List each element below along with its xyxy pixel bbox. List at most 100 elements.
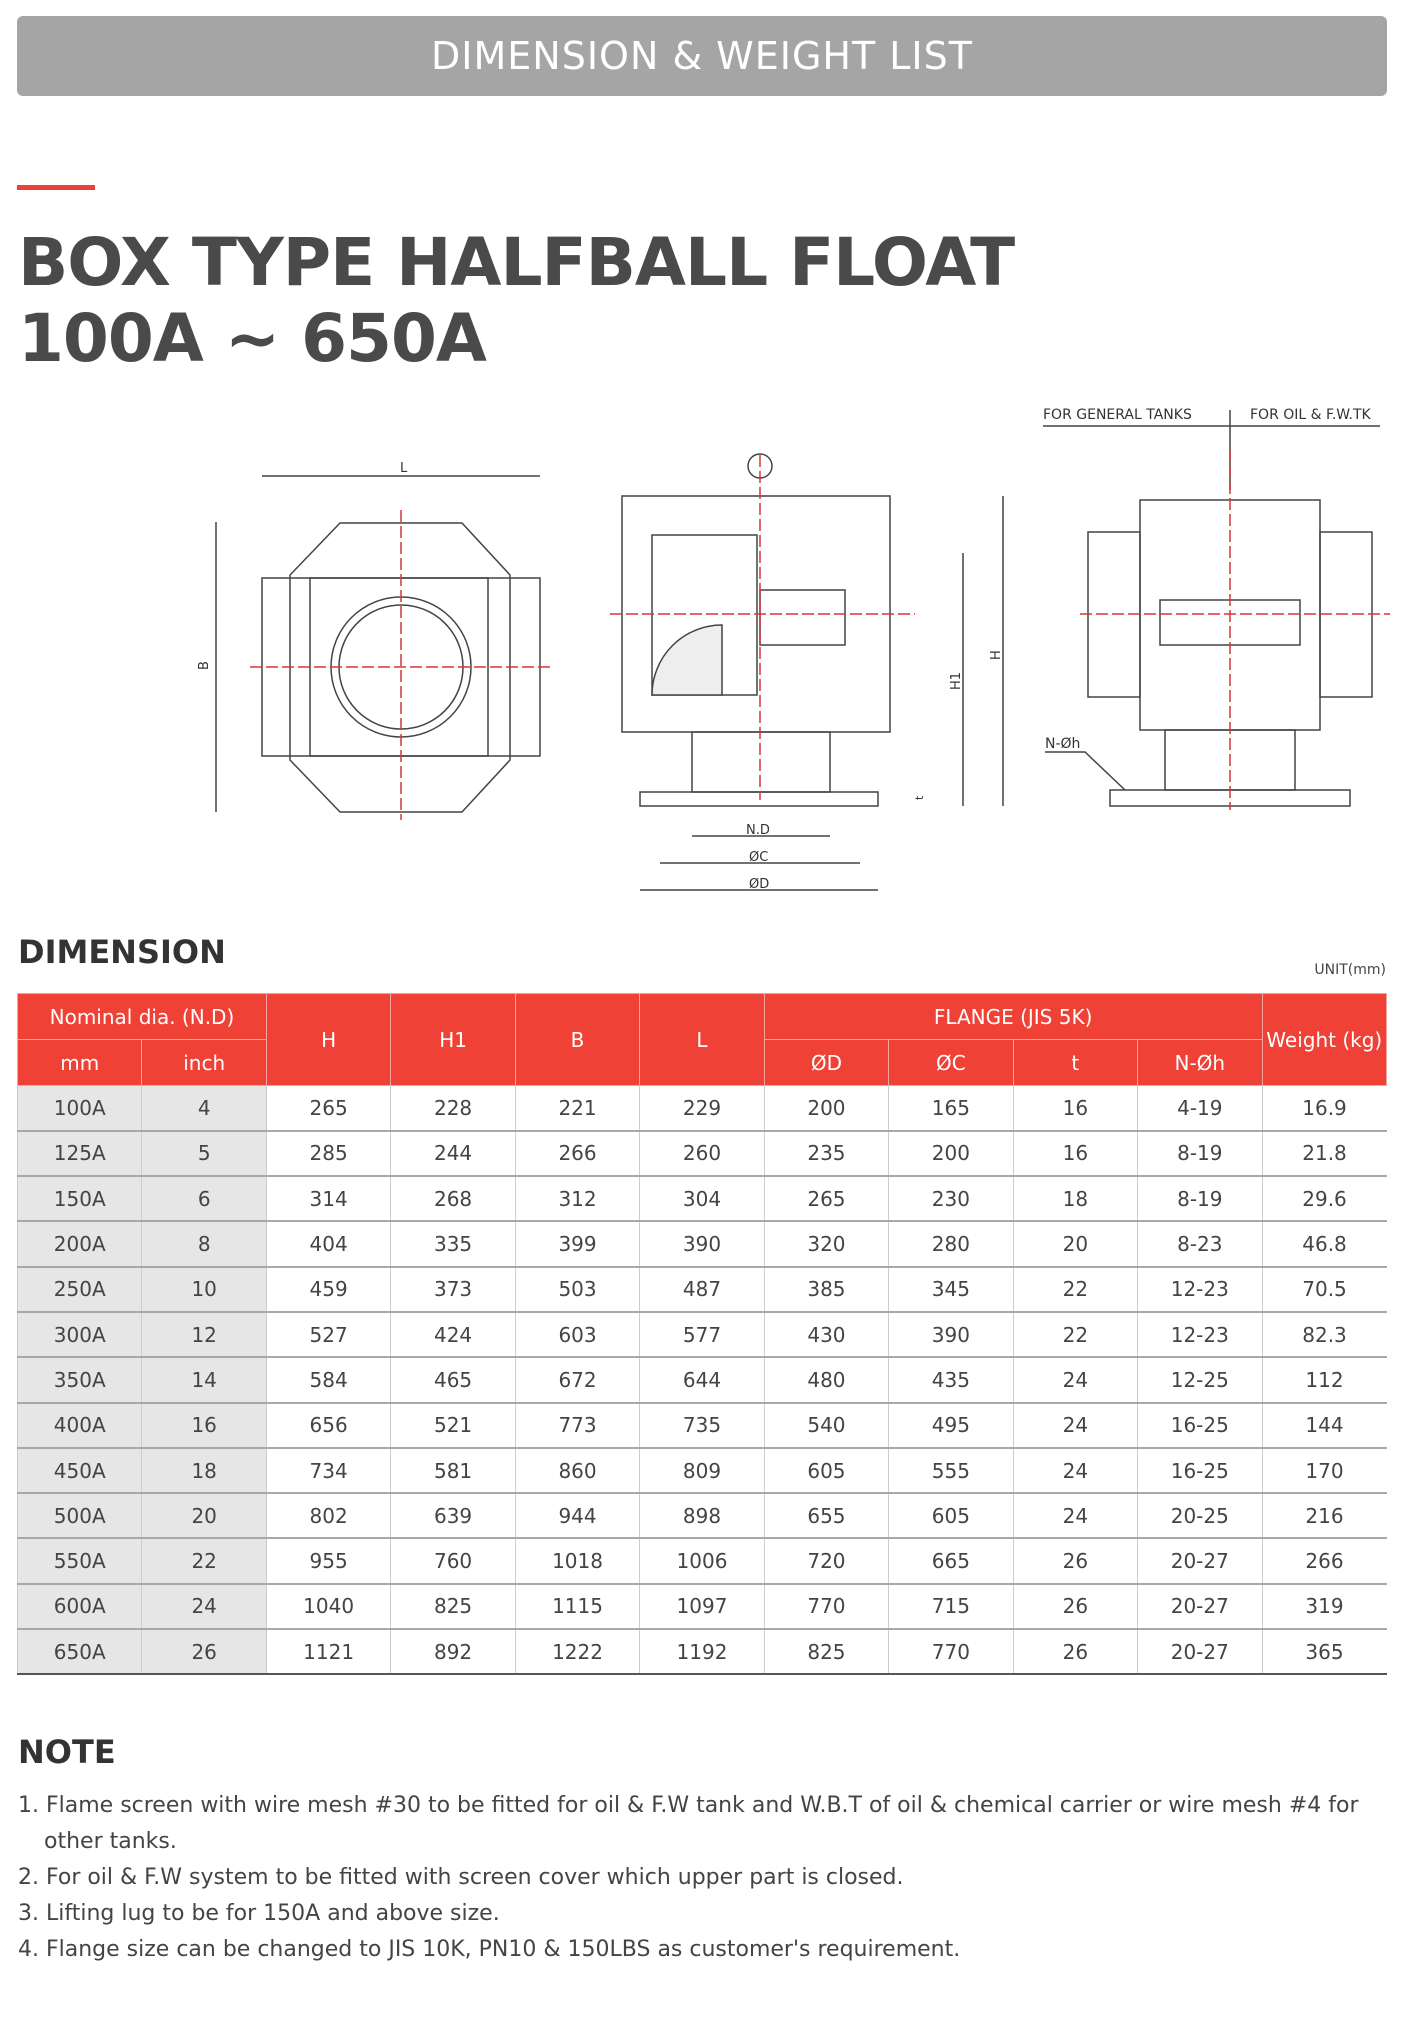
table-cell: 266 [1261, 1538, 1387, 1585]
table-cell: 390 [888, 1311, 1014, 1359]
table-cell: 1097 [639, 1583, 765, 1631]
table-cell: 390 [639, 1221, 765, 1268]
table-cell: 82.3 [1261, 1311, 1387, 1359]
label-noh: N-Øh [1045, 736, 1080, 752]
table-cell: 314 [265, 1176, 391, 1223]
table-cell: 665 [888, 1538, 1014, 1585]
table-cell: 715 [888, 1583, 1014, 1631]
table-cell: 200 [763, 1085, 889, 1132]
table-cell: 14 [141, 1357, 267, 1404]
table-cell: 603 [514, 1311, 640, 1359]
table-cell: 200 [888, 1130, 1014, 1178]
table-cell: 655 [763, 1493, 889, 1540]
table-cell: 12 [141, 1311, 267, 1359]
table-cell: 266 [514, 1130, 640, 1178]
table-cell: 650A [16, 1629, 142, 1676]
table-cell: 735 [639, 1402, 765, 1449]
table-cell: 399 [514, 1221, 640, 1268]
table-cell: 773 [514, 1402, 640, 1449]
note-item: 3. Lifting lug to be for 150A and above … [18, 1901, 500, 1926]
table-cell: 26 [1012, 1629, 1138, 1676]
table-cell: 644 [639, 1357, 765, 1404]
table-cell: 465 [390, 1357, 516, 1404]
table-cell: 244 [390, 1130, 516, 1178]
section-banner: DIMENSION & WEIGHT LIST [17, 16, 1387, 96]
front-view: H H1 t N.D ØC ØD [610, 453, 1004, 892]
table-cell: 550A [16, 1538, 142, 1585]
header-nominal: Nominal dia. (N.D) [17, 993, 267, 1040]
header-h1: H1 [390, 993, 516, 1086]
table-cell: 404 [265, 1221, 391, 1268]
table-cell: 639 [390, 1493, 516, 1540]
note-item: 1. Flame screen with wire mesh #30 to be… [18, 1793, 1359, 1854]
table-cell: 430 [763, 1311, 889, 1359]
table-cell: 260 [639, 1130, 765, 1178]
table-cell: 229 [639, 1085, 765, 1132]
unit-label: UNIT(mm) [1314, 962, 1386, 978]
table-cell: 112 [1261, 1357, 1387, 1404]
table-cell: 250A [16, 1266, 142, 1313]
notes-list: 1. Flame screen with wire mesh #30 to be… [18, 1788, 1388, 1968]
label-general-tanks: FOR GENERAL TANKS [1043, 407, 1192, 423]
table-cell: 29.6 [1261, 1176, 1387, 1223]
side-view: FOR GENERAL TANKS FOR OIL & F.W.TK N-Øh [1043, 407, 1390, 810]
table-cell: 4-19 [1137, 1085, 1263, 1132]
table-cell: 672 [514, 1357, 640, 1404]
table-cell: 892 [390, 1629, 516, 1676]
header-oc: ØC [888, 1039, 1014, 1086]
table-cell: 216 [1261, 1493, 1387, 1540]
table-cell: 825 [763, 1629, 889, 1676]
table-cell: 18 [1012, 1176, 1138, 1223]
table-cell: 285 [265, 1130, 391, 1178]
table-cell: 16-25 [1137, 1447, 1263, 1495]
table-cell: 20-25 [1137, 1493, 1263, 1540]
table-cell: 16.9 [1261, 1085, 1387, 1132]
table-cell: 577 [639, 1311, 765, 1359]
table-cell: 12-25 [1137, 1357, 1263, 1404]
table-cell: 10 [141, 1266, 267, 1313]
table-cell: 24 [1012, 1402, 1138, 1449]
table-cell: 600A [16, 1583, 142, 1631]
label-B: B [197, 661, 212, 670]
header-h: H [265, 993, 392, 1086]
label-nd: N.D [746, 823, 770, 838]
table-cell: 26 [141, 1629, 267, 1676]
dimension-heading: DIMENSION [18, 933, 226, 971]
header-weight: Weight (kg) [1261, 993, 1388, 1086]
dimension-table: Nominal dia. (N.D) H H1 B L FLANGE (JIS … [16, 993, 1388, 1676]
table-cell: 770 [763, 1583, 889, 1631]
table-cell: 734 [265, 1447, 391, 1495]
table-cell: 487 [639, 1266, 765, 1313]
table-cell: 1121 [265, 1629, 391, 1676]
table-cell: 6 [141, 1176, 267, 1223]
table-cell: 144 [1261, 1402, 1387, 1449]
table-cell: 46.8 [1261, 1221, 1387, 1268]
table-cell: 459 [265, 1266, 391, 1313]
table-cell: 12-23 [1137, 1266, 1263, 1313]
table-cell: 760 [390, 1538, 516, 1585]
table-cell: 24 [1012, 1357, 1138, 1404]
table-cell: 1192 [639, 1629, 765, 1676]
table-cell: 825 [390, 1583, 516, 1631]
table-cell: 540 [763, 1402, 889, 1449]
table-cell: 20 [141, 1493, 267, 1540]
table-cell: 20 [1012, 1221, 1138, 1268]
table-cell: 450A [16, 1447, 142, 1495]
table-cell: 1222 [514, 1629, 640, 1676]
table-cell: 802 [265, 1493, 391, 1540]
title-line-1: BOX TYPE HALFBALL FLOAT [18, 224, 1015, 301]
table-cell: 170 [1261, 1447, 1387, 1495]
header-od: ØD [763, 1039, 890, 1086]
table-cell: 228 [390, 1085, 516, 1132]
table-cell: 24 [1012, 1493, 1138, 1540]
table-cell: 100A [16, 1085, 142, 1132]
header-flange: FLANGE (JIS 5K) [763, 993, 1263, 1040]
table-cell: 22 [1012, 1311, 1138, 1359]
